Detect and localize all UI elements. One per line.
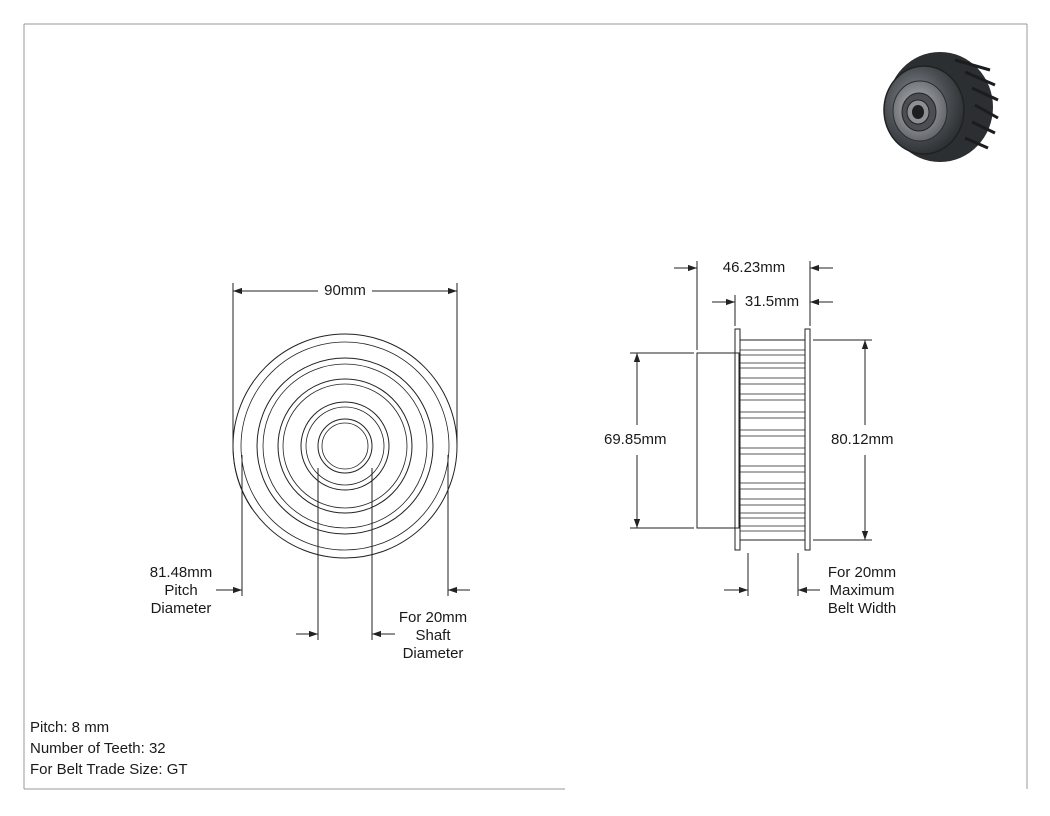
shaft-diameter-line1: For 20mm	[398, 609, 468, 626]
dim-shaft-diameter	[296, 468, 395, 640]
pitch-diameter-line2: Pitch	[164, 582, 198, 599]
dim-belt-width	[724, 553, 820, 596]
belt-width-line2: Maximum	[829, 582, 895, 599]
shaft-diameter-label: For 20mm Shaft Diameter	[390, 609, 476, 663]
spec-belt-size: For Belt Trade Size: GT	[30, 761, 188, 778]
overall-diameter-label: 90mm	[324, 282, 366, 299]
shaft-diameter-line3: Diameter	[402, 645, 464, 662]
spec-pitch: Pitch: 8 mm	[30, 719, 110, 736]
flange-diameter-label: 80.12mm	[831, 431, 894, 448]
overall-width-label: 46.23mm	[722, 259, 786, 276]
shaft-diameter-line2: Shaft	[415, 627, 451, 644]
pitch-diameter-value: 81.48mm	[149, 564, 213, 581]
pitch-diameter-line3: Diameter	[150, 600, 212, 617]
dim-tooth-width	[712, 295, 833, 326]
hub-diameter-label: 69.85mm	[604, 431, 667, 448]
dim-overall-diameter	[232, 283, 458, 446]
drawing-border	[23, 23, 1028, 790]
belt-width-label: For 20mm Maximum Belt Width	[818, 564, 906, 618]
side-view	[696, 328, 811, 551]
belt-width-line1: For 20mm	[827, 564, 897, 581]
dim-hub-diameter	[630, 352, 694, 529]
dim-pitch-diameter	[216, 455, 470, 596]
dim-flange-diameter	[813, 339, 872, 541]
spec-teeth: Number of Teeth: 32	[30, 740, 166, 757]
pitch-diameter-label: 81.48mm Pitch Diameter	[140, 564, 222, 618]
belt-width-line3: Belt Width	[827, 600, 897, 617]
tooth-width-label: 31.5mm	[744, 293, 800, 310]
front-view	[232, 333, 458, 559]
pulley-3d-thumbnail	[883, 52, 999, 162]
